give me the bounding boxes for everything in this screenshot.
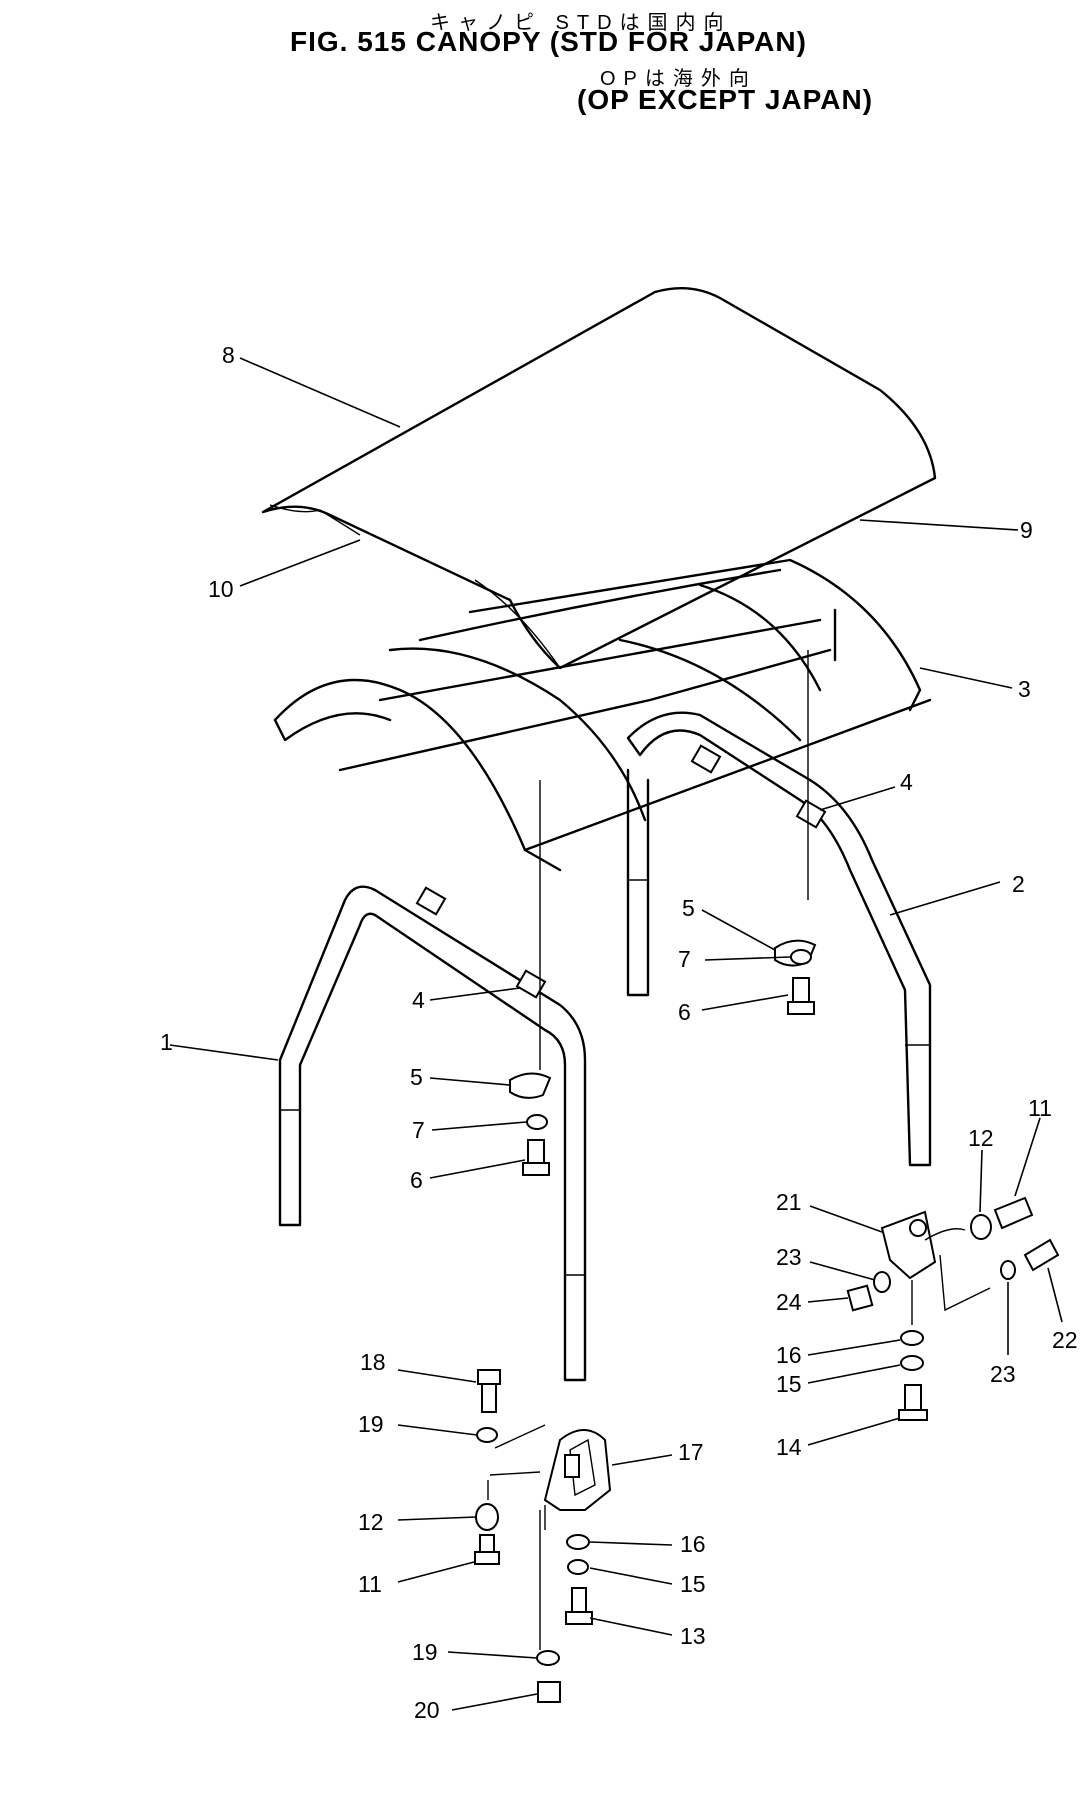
washer-15-right[interactable] bbox=[900, 1355, 924, 1371]
assembly-line-lower-hinge bbox=[487, 1424, 546, 1530]
callout-9: 9 bbox=[1020, 517, 1033, 543]
callout-4-lower: 4 bbox=[412, 987, 425, 1013]
washer-12-lower[interactable] bbox=[475, 1503, 499, 1531]
leader-lines bbox=[169, 357, 1063, 1711]
bolt-13[interactable] bbox=[565, 1587, 593, 1625]
callout-23-upper: 23 bbox=[776, 1244, 802, 1270]
washer-12-right[interactable] bbox=[970, 1214, 992, 1240]
callout-12-upper: 12 bbox=[968, 1125, 994, 1151]
callout-23-lower: 23 bbox=[990, 1361, 1016, 1387]
callout-7-upper: 7 bbox=[678, 946, 691, 972]
callout-11-lower: 11 bbox=[358, 1571, 382, 1597]
callout-16-upper: 16 bbox=[776, 1342, 802, 1368]
callout-5-upper: 5 bbox=[682, 895, 695, 921]
callout-16-lower: 16 bbox=[680, 1531, 706, 1557]
callout-20: 20 bbox=[414, 1697, 440, 1723]
callout-12-lower: 12 bbox=[358, 1509, 384, 1535]
callout-15-upper: 15 bbox=[776, 1371, 802, 1397]
canopy-roof-panel[interactable] bbox=[261, 287, 937, 670]
center-post[interactable] bbox=[626, 768, 650, 997]
callout-5-lower: 5 bbox=[410, 1064, 423, 1090]
nut-24[interactable] bbox=[846, 1284, 874, 1312]
washer-23-lower[interactable] bbox=[1000, 1260, 1016, 1280]
washer-19-upper[interactable] bbox=[476, 1427, 498, 1443]
bolt-18[interactable] bbox=[477, 1369, 501, 1413]
figure-title: FIG. 515 CANOPY (STD FOR JAPAN) bbox=[290, 26, 807, 57]
hinge-17[interactable] bbox=[543, 1429, 612, 1511]
callout-19-upper: 19 bbox=[358, 1411, 384, 1437]
washer-15-lower[interactable] bbox=[567, 1559, 589, 1575]
callout-17: 17 bbox=[678, 1439, 704, 1465]
callout-2: 2 bbox=[1012, 871, 1025, 897]
bolt-11-right[interactable] bbox=[993, 1196, 1034, 1230]
callout-21: 21 bbox=[776, 1189, 802, 1215]
figure-title-japanese-std: キャノピ STDは国内向 bbox=[430, 12, 732, 34]
clip-5-left[interactable] bbox=[509, 1072, 552, 1099]
washer-23-upper[interactable] bbox=[873, 1271, 891, 1293]
figure-subtitle: (OP EXCEPT JAPAN) bbox=[577, 84, 874, 115]
nut-20[interactable] bbox=[537, 1681, 561, 1703]
washer-16-right[interactable] bbox=[900, 1330, 924, 1346]
callout-10: 10 bbox=[208, 576, 234, 602]
callout-labels: 8 9 10 3 4 2 5 7 6 4 1 5 7 6 11 12 21 23… bbox=[160, 342, 1078, 1723]
washer-7-right[interactable] bbox=[790, 949, 812, 965]
callout-13: 13 bbox=[680, 1623, 706, 1649]
bolt-6-right[interactable] bbox=[787, 977, 815, 1015]
callout-8: 8 bbox=[222, 342, 235, 368]
callout-6-lower: 6 bbox=[410, 1167, 423, 1193]
callout-19-lower: 19 bbox=[412, 1639, 438, 1665]
bolt-14[interactable] bbox=[898, 1384, 928, 1421]
left-pillar[interactable] bbox=[278, 885, 587, 1382]
callout-6-upper: 6 bbox=[678, 999, 691, 1025]
callout-15-lower: 15 bbox=[680, 1571, 706, 1597]
washer-7-left[interactable] bbox=[526, 1114, 548, 1130]
callout-14: 14 bbox=[776, 1434, 802, 1460]
bolt-11-lower[interactable] bbox=[474, 1534, 500, 1565]
assembly-line-right-bracket bbox=[911, 1228, 991, 1325]
callout-7-lower: 7 bbox=[412, 1117, 425, 1143]
right-pillar[interactable] bbox=[626, 711, 932, 1167]
bracket-21[interactable] bbox=[880, 1210, 937, 1280]
washer-16-lower[interactable] bbox=[566, 1534, 590, 1550]
callout-22: 22 bbox=[1052, 1327, 1078, 1353]
callout-1: 1 bbox=[160, 1029, 173, 1055]
canopy-frame[interactable] bbox=[273, 558, 932, 872]
callout-18: 18 bbox=[360, 1349, 386, 1375]
washer-19-lower[interactable] bbox=[536, 1650, 560, 1666]
callout-11-upper: 11 bbox=[1028, 1095, 1052, 1121]
callout-24: 24 bbox=[776, 1289, 802, 1315]
bolt-22[interactable] bbox=[1023, 1238, 1060, 1272]
figure-subtitle-japanese-op: OPは海外向 bbox=[600, 68, 757, 90]
callout-4-upper: 4 bbox=[900, 769, 913, 795]
bolt-6-left[interactable] bbox=[522, 1139, 550, 1176]
callout-3: 3 bbox=[1018, 676, 1031, 702]
